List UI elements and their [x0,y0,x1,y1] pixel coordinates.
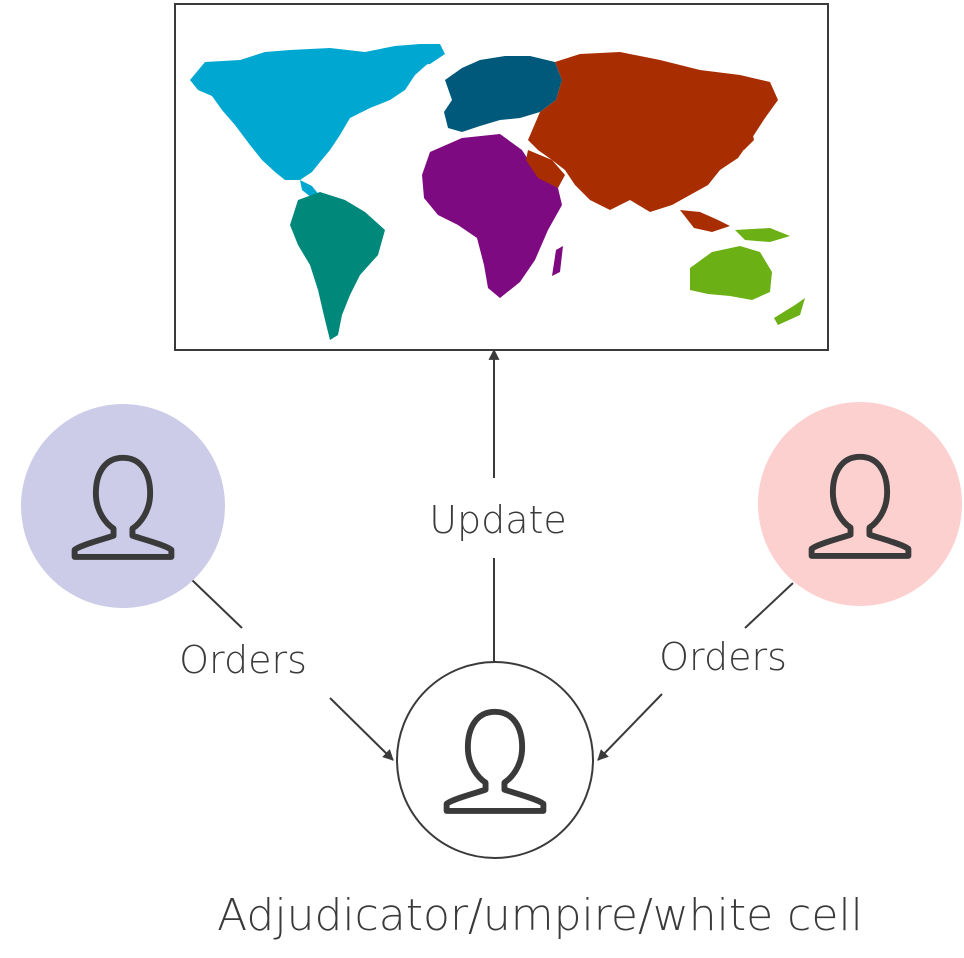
map-region-south-america [290,192,385,340]
map-region-new-guinea [735,228,790,242]
left-player-circle [21,404,225,608]
map-region-central-america [300,180,320,198]
map-region-asia [528,52,778,212]
left-orders-arrow [329,697,394,761]
map-region-arabia [526,150,565,188]
left-orders-line-upper [191,579,243,629]
right-player-circle [758,402,962,606]
map-region-madagascar [552,246,563,276]
right-orders-label: Orders [659,635,787,679]
right-player-node [758,402,962,606]
map-region-uk [455,84,466,104]
map-region-north-america [190,44,440,180]
left-player-node [21,404,225,608]
left-orders-label: Orders [179,638,307,682]
update-label: Update [429,498,567,542]
world-map [174,3,829,351]
adjudicator-caption: Adjudicator/umpire/white cell [217,890,863,941]
map-region-australia [690,246,772,300]
right-orders-line-upper [744,582,794,629]
map-region-japan [740,122,754,150]
map-region-europe [444,56,562,132]
map-region-greenland [395,44,445,66]
right-orders-arrow [597,693,663,761]
map-region-new-zealand [774,298,805,325]
adjudicator-node [396,661,594,859]
adjudicator-circle [396,661,594,859]
map-region-africa [422,134,562,298]
connectors [191,348,794,761]
map-region-southeast-asia [680,210,730,232]
